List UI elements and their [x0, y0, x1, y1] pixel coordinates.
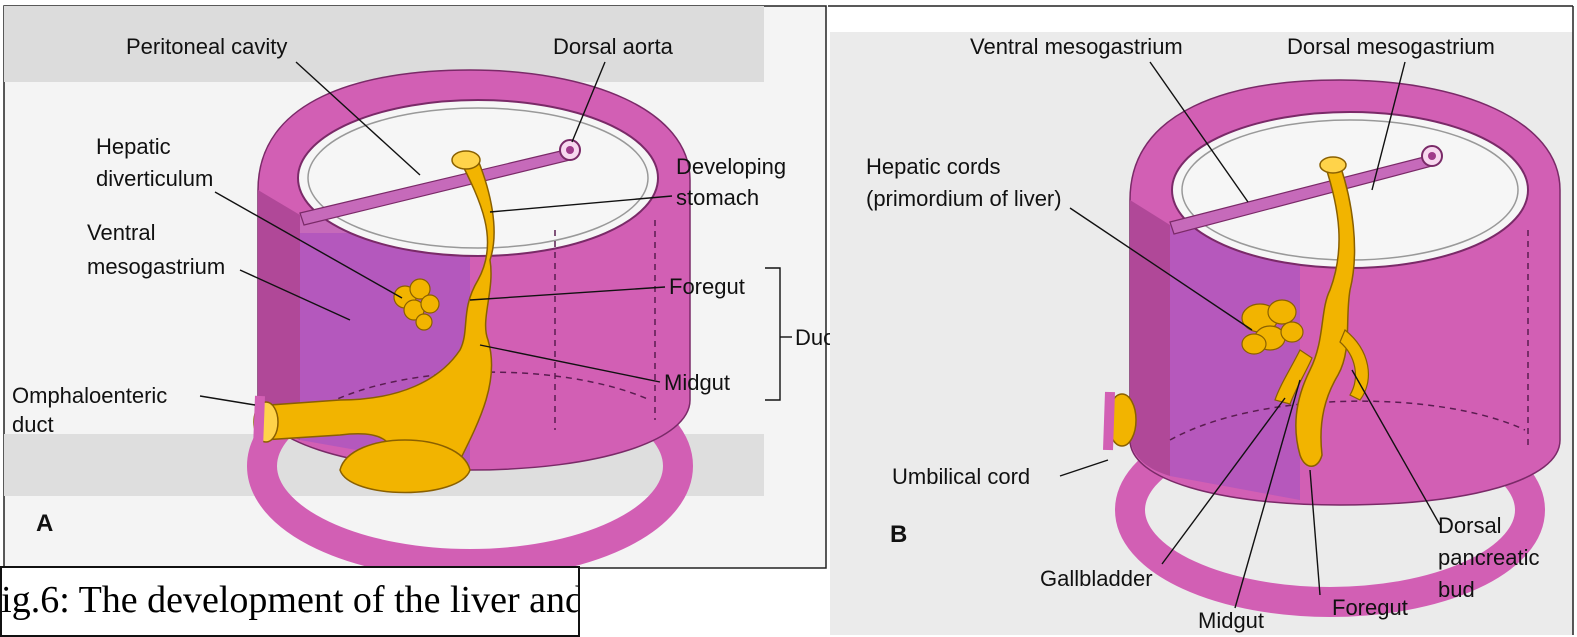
label-hepatic-line1: Hepatic: [96, 134, 171, 159]
label-peritoneal-cavity: Peritoneal cavity: [126, 34, 287, 59]
label-midgut-a: Midgut: [664, 370, 730, 395]
panel-b-umbilical-ring: [1108, 392, 1110, 450]
label-dorsal-aorta: Dorsal aorta: [553, 34, 674, 59]
label-hepatic-cords-line2: (primordium of liver): [866, 186, 1062, 211]
label-gallbladder: Gallbladder: [1040, 566, 1153, 591]
label-developing-line1: Developing: [676, 154, 786, 179]
label-umbilical-cord: Umbilical cord: [892, 464, 1030, 489]
panel-b: Ventral mesogastrium Dorsal mesogastrium…: [828, 6, 1573, 635]
label-dorsal-pancreatic-line2: pancreatic: [1438, 545, 1540, 570]
label-midgut-b: Midgut: [1198, 608, 1264, 633]
label-ventral-mesogastrium: Ventral mesogastrium: [970, 34, 1183, 59]
panel-label-a: A: [36, 510, 53, 537]
label-foregut-a: Foregut: [669, 274, 745, 299]
label-omphalo-line1: Omphaloenteric: [12, 383, 167, 408]
figure-caption: Fig.6: The development of the liver and …: [0, 566, 580, 637]
panel-a: Peritoneal cavity Dorsal aorta Hepatic d…: [4, 6, 903, 568]
label-foregut-b: Foregut: [1332, 595, 1408, 620]
label-ventral-line2: mesogastrium: [87, 254, 225, 279]
panel-b-aorta-lumen: [1428, 152, 1436, 160]
panel-b-body-shade: [1130, 200, 1170, 476]
panel-a-aorta-lumen: [566, 146, 574, 154]
panel-a-umbilical-ring: [258, 396, 260, 448]
panel-b-esophagus-opening: [1320, 157, 1346, 173]
label-dorsal-mesogastrium: Dorsal mesogastrium: [1287, 34, 1495, 59]
label-dorsal-pancreatic-line3: bud: [1438, 577, 1475, 602]
label-hepatic-line2: diverticulum: [96, 166, 213, 191]
label-hepatic-cords-line1: Hepatic cords: [866, 154, 1001, 179]
label-developing-line2: stomach: [676, 185, 759, 210]
label-ventral-line1: Ventral: [87, 220, 156, 245]
panel-label-b: B: [890, 521, 907, 548]
panel-a-esophagus-opening: [452, 151, 480, 169]
label-dorsal-pancreatic-line1: Dorsal: [1438, 513, 1502, 538]
label-omphalo-line2: duct: [12, 412, 54, 437]
